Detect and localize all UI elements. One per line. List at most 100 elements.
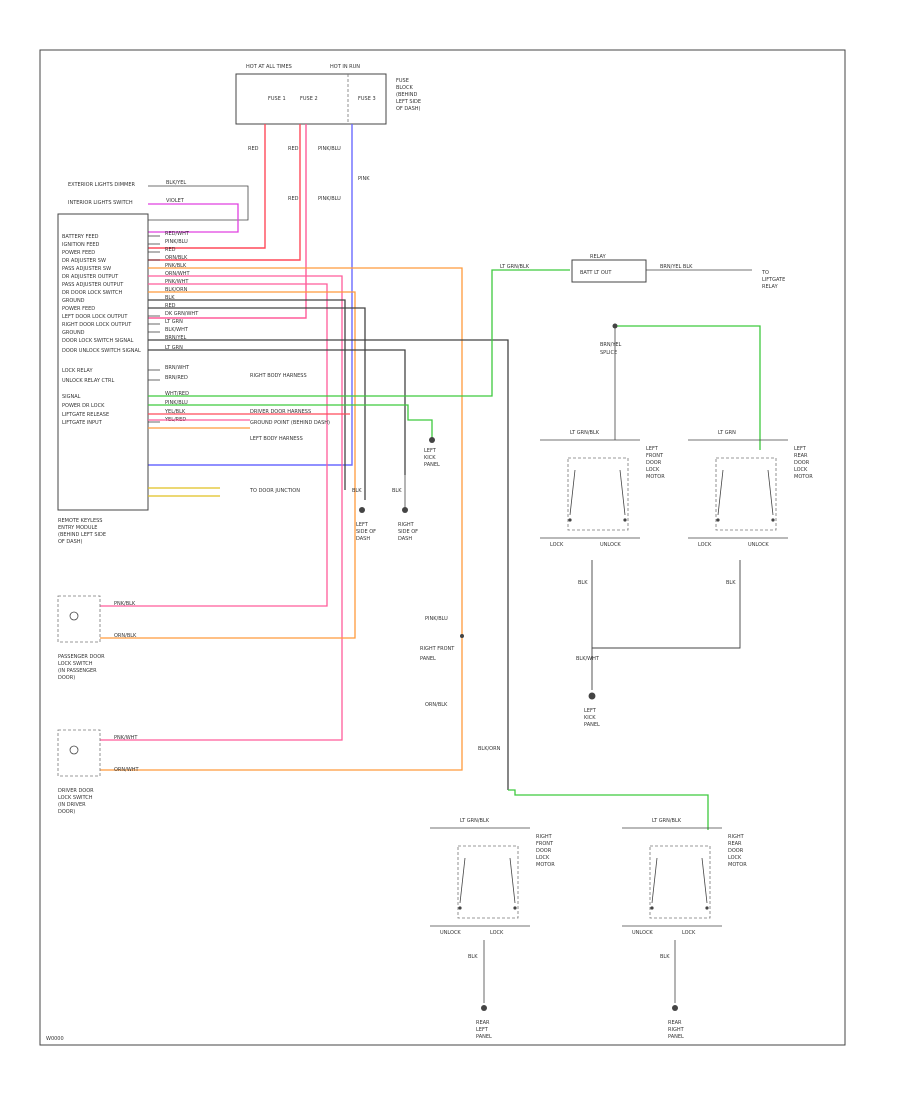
svg-text:BLK/YEL: BLK/YEL xyxy=(166,180,186,186)
motor-terminal-label: UNLOCK xyxy=(748,542,769,548)
module-wire-label: BLK/WHT xyxy=(165,327,189,333)
motor-header: LT GRN/BLK xyxy=(652,818,682,824)
motor-housing xyxy=(457,845,519,919)
motor-label: REAR xyxy=(728,841,742,847)
motor-terminal-label: LOCK xyxy=(550,542,564,548)
module-wire-label: PINK/BLU xyxy=(165,400,188,406)
module-wire-label: YEL/BLK xyxy=(164,409,186,415)
motor-label: LOCK xyxy=(728,855,742,861)
motor-terminal xyxy=(650,906,654,910)
svg-text:BLK/WHT: BLK/WHT xyxy=(576,656,600,662)
svg-text:BLK: BLK xyxy=(392,488,402,494)
module-wire-label: ORN/BLK xyxy=(165,255,188,261)
motor-housing xyxy=(567,457,629,531)
switch-label: LOCK SWITCH xyxy=(58,795,93,801)
svg-text:LEFT SIDE: LEFT SIDE xyxy=(396,99,421,105)
svg-text:RELAY: RELAY xyxy=(762,284,779,290)
svg-text:SIDE OF: SIDE OF xyxy=(356,529,376,535)
motor-terminal-label: LOCK xyxy=(490,930,504,936)
svg-text:TO DOOR JUNCTION: TO DOOR JUNCTION xyxy=(249,488,300,494)
motor-header: LT GRN/BLK xyxy=(570,430,600,436)
svg-text:BLOCK: BLOCK xyxy=(396,85,413,91)
motor-label: DOOR xyxy=(646,460,662,466)
switch-label: LOCK SWITCH xyxy=(58,661,93,667)
module-pin-label: LOCK RELAY xyxy=(62,368,93,374)
svg-text:BLK: BLK xyxy=(352,488,362,494)
switch-label: (IN PASSENGER xyxy=(58,668,97,674)
module-pin-label: DR DOOR LOCK SWITCH xyxy=(62,290,122,296)
svg-text:(BEHIND: (BEHIND xyxy=(396,92,418,98)
motor-label: FRONT xyxy=(536,841,554,847)
module-box xyxy=(57,213,149,511)
fuse-2: FUSE 2 xyxy=(300,96,318,102)
module-wire-label: BRN/YEL xyxy=(165,335,187,341)
motor-label: DOOR xyxy=(794,460,810,466)
motor-contact xyxy=(619,469,626,516)
ground-right-dash: BLK RIGHT SIDE OF DASH xyxy=(392,475,418,542)
module-pin-label: PASS ADJUSTER SW xyxy=(62,266,111,272)
switch-label: PASSENGER DOOR xyxy=(58,654,105,660)
svg-text:RED: RED xyxy=(248,146,259,152)
motor-label: MOTOR xyxy=(536,862,555,868)
svg-text:REAR: REAR xyxy=(668,1020,682,1026)
motor-contact xyxy=(509,857,516,904)
svg-text:(BEHIND LEFT SIDE: (BEHIND LEFT SIDE xyxy=(58,532,106,538)
motor-label: LOCK xyxy=(646,467,660,473)
svg-text:PANEL: PANEL xyxy=(476,1034,492,1040)
switch-label: DOOR) xyxy=(58,675,75,681)
module-pin-label: GROUND xyxy=(62,330,85,336)
motor-contact xyxy=(701,857,708,904)
svg-text:SIDE OF: SIDE OF xyxy=(398,529,418,535)
top-pin-0: EXTERIOR LIGHTS DIMMER xyxy=(68,182,135,188)
module-wire-label: RED xyxy=(165,303,176,309)
module-pin-label: BATTERY FEED xyxy=(62,234,99,240)
motor-label: MOTOR xyxy=(794,474,813,480)
module-wire-label: RED xyxy=(165,247,176,253)
svg-text:BRN/YEL BLK: BRN/YEL BLK xyxy=(660,264,693,270)
svg-text:RIGHT: RIGHT xyxy=(668,1027,685,1033)
motor-terminal xyxy=(716,518,720,522)
svg-text:BLK: BLK xyxy=(468,954,478,960)
ground-left-dash: BLK LEFT SIDE OF DASH xyxy=(352,488,376,542)
fuse-block: HOT AT ALL TIMES HOT IN RUN FUSE 1 FUSE … xyxy=(235,64,421,125)
svg-text:LT GRN/BLK: LT GRN/BLK xyxy=(500,264,530,270)
module-wire-label: PINK/BLU xyxy=(165,239,188,245)
harness-notes: RIGHT BODY HARNESS DRIVER DOOR HARNESS G… xyxy=(249,373,330,494)
fuse-wires: RED RED PINK/BLU RED PINK/BLU PINK xyxy=(148,124,370,466)
motor-label: FRONT xyxy=(646,453,664,459)
switch-wire-label: PNK/WHT xyxy=(114,735,138,741)
top-pin-1: INTERIOR LIGHTS SWITCH xyxy=(68,200,133,206)
svg-text:RED: RED xyxy=(288,146,299,152)
motor-terminal xyxy=(458,906,462,910)
module-pin-label: GROUND xyxy=(62,298,85,304)
switch-label: (IN DRIVER xyxy=(58,802,86,808)
motor-terminal-label: UNLOCK xyxy=(600,542,621,548)
svg-text:LEFT: LEFT xyxy=(584,708,597,714)
module-label: REMOTE KEYLESS ENTRY MODULE (BEHIND LEFT… xyxy=(58,518,106,545)
module-pin-label: UNLOCK RELAY CTRL xyxy=(62,378,115,384)
diagram-frame xyxy=(39,49,846,1046)
splice: BRN/YEL SPLICE xyxy=(600,323,622,440)
svg-text:DRIVER DOOR HARNESS: DRIVER DOOR HARNESS xyxy=(250,409,311,415)
motor-terminal-label: LOCK xyxy=(682,930,696,936)
motor-housing xyxy=(649,845,711,919)
motor-terminal xyxy=(623,518,627,522)
motor-housing xyxy=(715,457,777,531)
motor-terminal xyxy=(513,906,517,910)
module-pin-label: LIFTGATE RELEASE xyxy=(62,412,109,418)
motor-label: RIGHT xyxy=(728,834,745,840)
svg-text:PINK/BLU: PINK/BLU xyxy=(318,146,341,152)
module-wire-label: WHT/RED xyxy=(165,391,189,397)
fuse-block-box xyxy=(235,73,387,125)
motor-label: DOOR xyxy=(536,848,552,854)
motor-label: REAR xyxy=(794,453,808,459)
fuse-3: FUSE 3 xyxy=(358,96,376,102)
switch-wire-label: ORN/BLK xyxy=(114,633,137,639)
